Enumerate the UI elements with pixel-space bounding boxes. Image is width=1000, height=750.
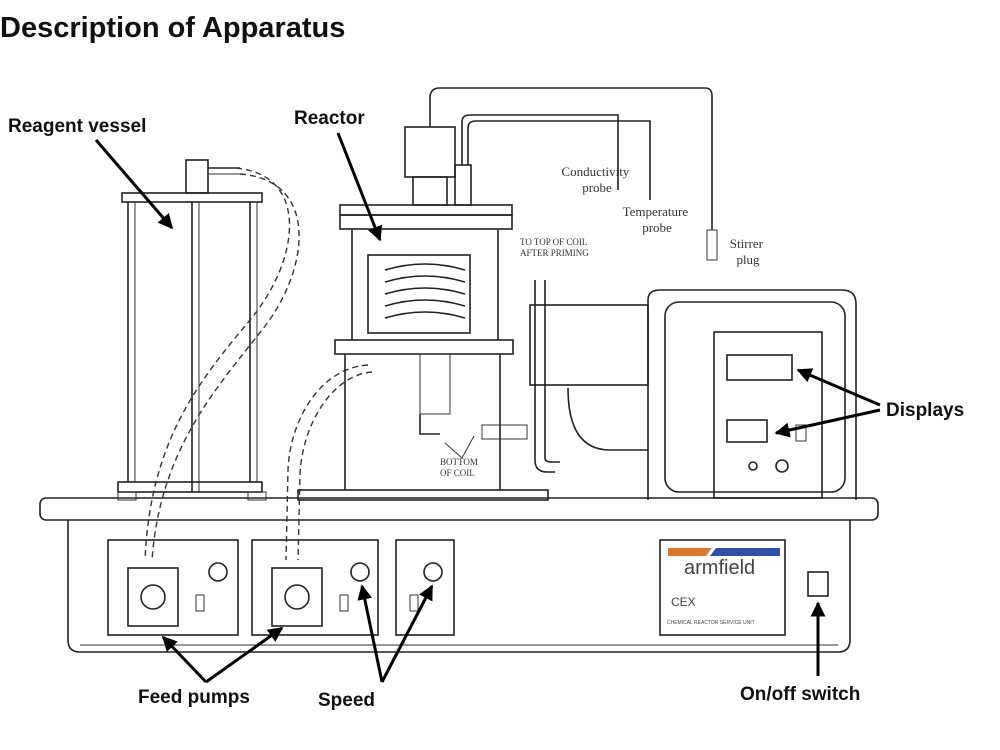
conductivity-probe-label-2: probe: [582, 180, 612, 195]
reagent-vessel: [117, 159, 267, 501]
top-of-coil-label-1: TO TOP OF COIL: [520, 237, 587, 247]
drawing-labels: Conductivity probe Temperature probe Sti…: [440, 164, 766, 478]
display-reading: P10: [730, 426, 755, 442]
reagent-vessel-label: Reagent vessel: [8, 116, 146, 137]
svg-text:Temperature probe: Temperature probe: [623, 204, 692, 235]
on-off-switch-label: On/off switch: [740, 684, 860, 705]
model-name: CEX: [671, 595, 696, 609]
console: [647, 289, 857, 500]
armfield-logo: [668, 548, 780, 556]
temperature-probe-label-1: Temperature: [623, 204, 689, 219]
probe-cables: [429, 87, 718, 261]
displays-label: Displays: [886, 400, 964, 421]
feed-pumps-label: Feed pumps: [138, 687, 250, 708]
bottom-of-coil-label-2: OF COIL: [440, 468, 475, 478]
svg-text:TO TOP OF COIL AFTER PRI: TO TOP OF COIL AFTER PRIMING: [520, 237, 589, 258]
reactor: [297, 126, 549, 501]
brand-name: armfield: [684, 557, 755, 579]
callout-arrows: [94, 132, 881, 684]
bottom-of-coil-label-1: BOTTOM: [440, 457, 478, 467]
svg-text:Conductivity probe: Conductivity probe: [561, 164, 632, 195]
conductivity-probe-label-1: Conductivity: [561, 164, 629, 179]
top-of-coil-label-2: AFTER PRIMING: [520, 248, 589, 258]
svg-text:BOTTOM OF COIL: BOTTOM OF COIL: [440, 457, 480, 478]
page-title: Description of Apparatus: [0, 12, 346, 44]
front-panels: [107, 539, 829, 636]
base-unit: [39, 497, 879, 653]
stirrer-plug-label-1: Stirrer: [730, 236, 764, 251]
feed-tubing: [144, 167, 373, 561]
heater-circulator: [481, 280, 649, 473]
unit-subtitle: CHEMICAL REACTOR SERVICE UNIT: [667, 620, 755, 626]
stirrer-plug-label-2: plug: [736, 252, 760, 267]
svg-text:Stirrer plug: Stirrer plug: [730, 236, 766, 267]
reactor-label: Reactor: [294, 108, 365, 129]
speed-label: Speed: [318, 690, 375, 711]
temperature-probe-label-2: probe: [642, 220, 672, 235]
